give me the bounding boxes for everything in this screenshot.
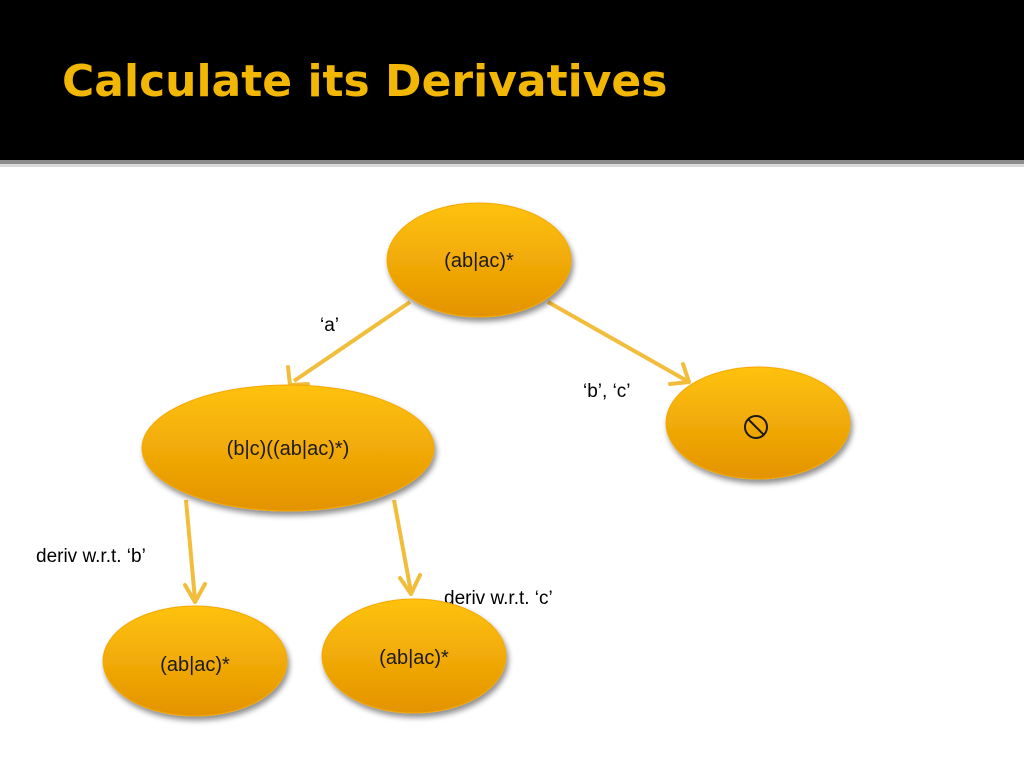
title-divider: [0, 160, 1024, 164]
edge-label-a: ‘a’: [320, 315, 339, 336]
node-deriv-a: (b|c)((ab|ac)*): [141, 384, 435, 512]
edge-deriv-a-to-deriv-b: [183, 499, 207, 604]
edge-label-deriv-b: deriv w.r.t. ‘b’: [36, 546, 146, 567]
node-empty-set: [665, 366, 851, 480]
edge-root-to-deriv-a: [286, 300, 412, 387]
node-root: (ab|ac)*: [386, 202, 572, 318]
node-deriv-c: (ab|ac)*: [321, 598, 507, 714]
node-deriv-b-label: (ab|ac)*: [160, 654, 230, 676]
empty-set-icon: [744, 415, 768, 439]
slide-title: Calculate its Derivatives: [62, 56, 668, 107]
title-divider-highlight: [0, 164, 1024, 167]
edge-deriv-a-to-deriv-c: [392, 499, 422, 596]
node-deriv-b: (ab|ac)*: [102, 605, 288, 717]
edge-label-b-c: ‘b’, ‘c’: [583, 381, 631, 402]
edge-root-to-empty: [547, 300, 691, 386]
edge-label-deriv-c: deriv w.r.t. ‘c’: [444, 588, 553, 609]
node-deriv-c-label: (ab|ac)*: [379, 647, 449, 669]
node-root-label: (ab|ac)*: [444, 250, 514, 272]
title-band: Calculate its Derivatives: [0, 0, 1024, 160]
node-deriv-a-label: (b|c)((ab|ac)*): [227, 438, 350, 460]
